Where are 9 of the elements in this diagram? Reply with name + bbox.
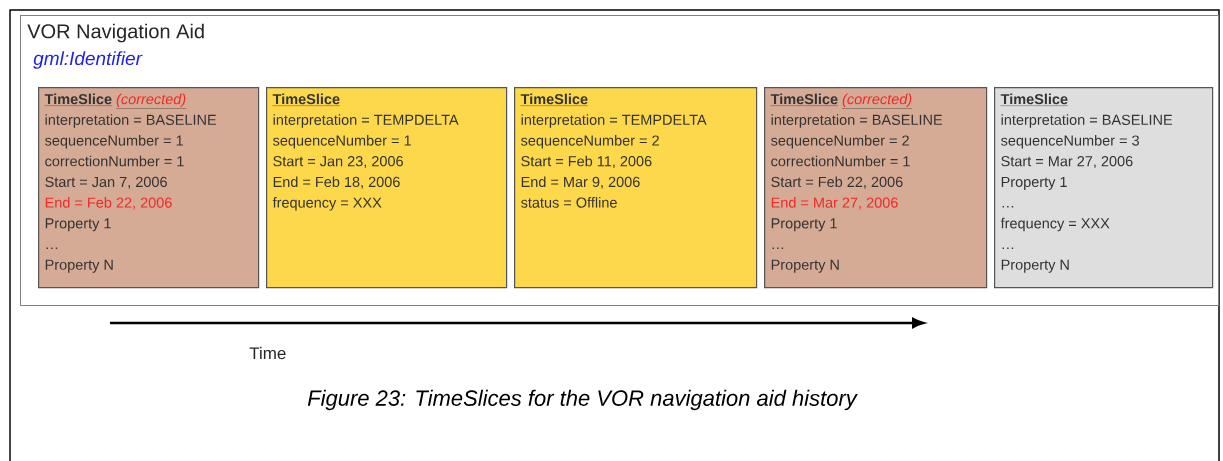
axis-label: Time (249, 346, 286, 360)
timeslice-box: TimeSlice interpretation = BASELINE sequenceNumber = 3 Start = Mar 27, 2006 Property 1 … frequency = XXX … Property N (994, 87, 1214, 289)
timeslice-box: TimeSlice (corrected) interpretation = BASELINE sequenceNumber = 1 correctionNumber = 1 Start = Jan 7, 2006 End = Feb 22, 2006 Property 1 … Property N (38, 87, 260, 289)
identifier-label: gml:Identifier (33, 51, 143, 69)
figure-caption: Figure 23: TimeSlices for the VOR navigation aid history (307, 389, 858, 411)
timeslice-box: TimeSlice interpretation = TEMPDELTA sequenceNumber = 2 Start = Feb 11, 2006 End = Mar 9, 2006 status = Offline (514, 87, 758, 289)
timeslice-box: TimeSlice (corrected) interpretation = BASELINE sequenceNumber = 2 correctionNumber = 1 Start = Feb 22, 2006 End = Mar 27, 2006 Property 1 … Property N (764, 87, 988, 289)
timeslice-box: TimeSlice interpretation = TEMPDELTA sequenceNumber = 1 Start = Jan 23, 2006 End = Feb 18, 2006 frequency = XXX (266, 87, 508, 289)
container-title: VOR Navigation Aid (27, 23, 204, 43)
